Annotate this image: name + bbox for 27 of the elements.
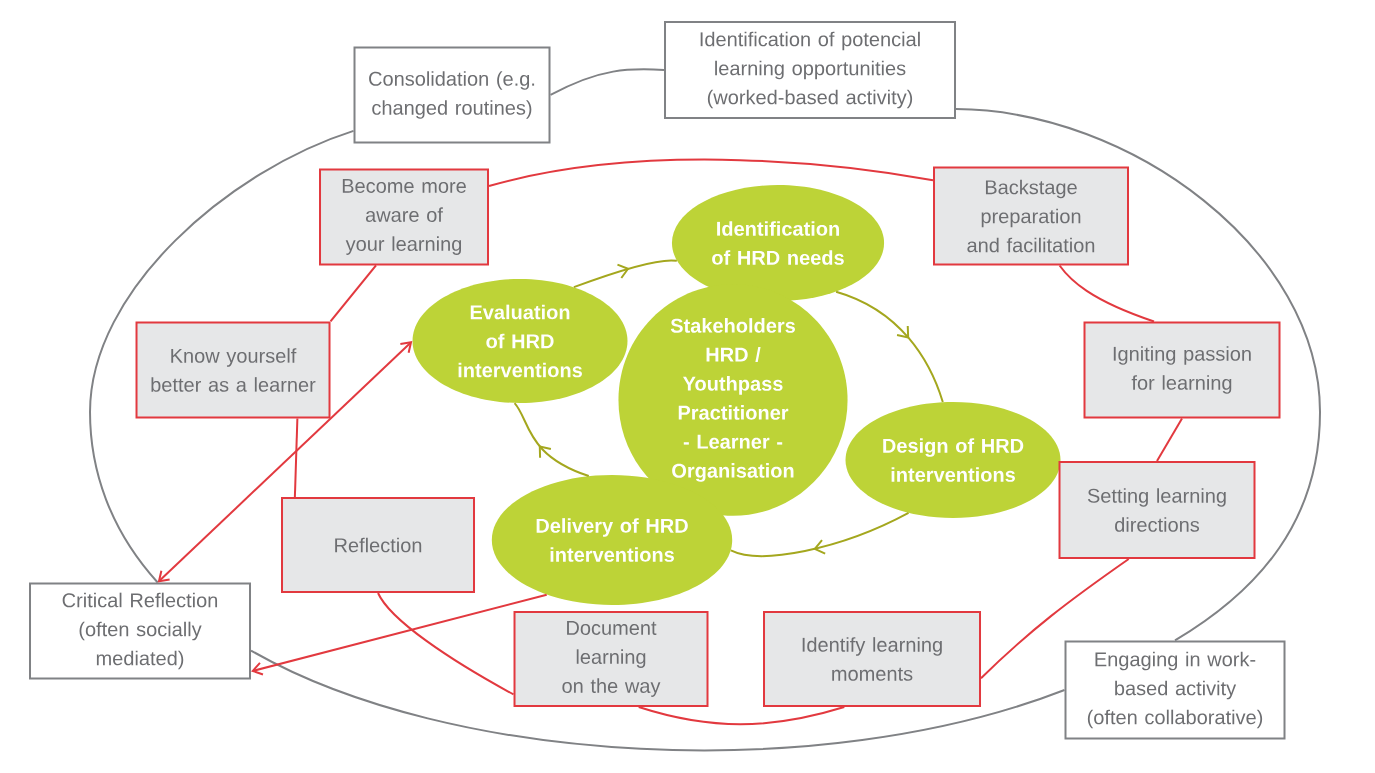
- connector-line: [89, 129, 355, 584]
- learning-step-box: Document learning on the way: [513, 611, 709, 707]
- learning-step-box: Identify learning moments: [763, 611, 981, 707]
- connector-arrow: [157, 341, 413, 583]
- outer-stage-box: Consolidation (e.g. changed routines): [353, 46, 551, 144]
- connector-arrow: [251, 593, 548, 676]
- connector-line: [329, 264, 377, 323]
- outer-stage-box: Identification of potencial learning opportunities (worked-based activity): [664, 21, 956, 119]
- connector-line: [955, 108, 1321, 642]
- node-label: Identification of HRD needs: [712, 221, 844, 265]
- connector-line: [250, 649, 1066, 752]
- connector-line: [1058, 264, 1155, 323]
- connector-line: [488, 158, 934, 188]
- learning-step-box: Setting learning directions: [1058, 461, 1256, 559]
- connector-line: [980, 558, 1130, 680]
- learning-step-box: Igniting passion for learning: [1083, 321, 1281, 419]
- learning-step-box: Become more aware of your learning: [319, 168, 489, 266]
- outer-stage-box: Critical Reflection (often socially mediated): [29, 582, 251, 680]
- learning-step-box: Backstage preparation and facilitation: [933, 166, 1129, 266]
- connector-line: [293, 417, 299, 498]
- outer-stage-box: Engaging in work-based activity (often collaborative): [1064, 640, 1286, 740]
- connector-line: [377, 592, 515, 696]
- connector-line: [1156, 417, 1183, 462]
- connector-line: [637, 706, 846, 726]
- connector-line: [549, 68, 665, 96]
- learning-step-box: Know yourself better as a learner: [135, 321, 331, 419]
- learning-step-box: Reflection: [281, 497, 475, 593]
